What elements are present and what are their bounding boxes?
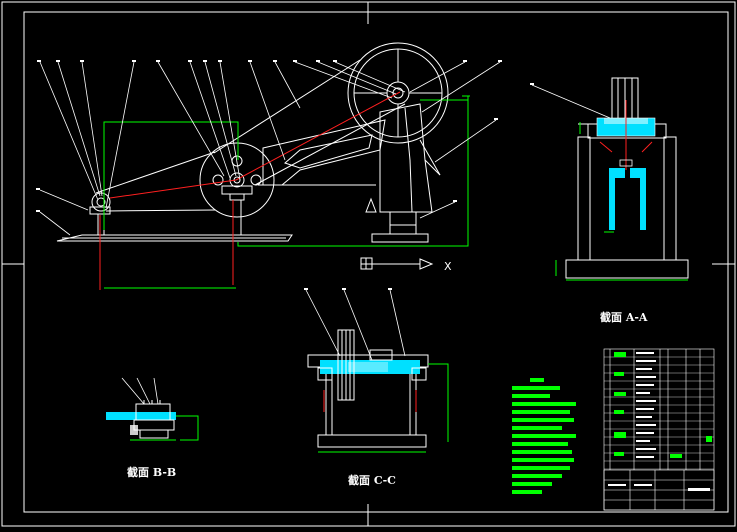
aa-left-post — [577, 136, 591, 261]
section-aa-caption: 截面 A-A — [600, 311, 648, 324]
axis-marker — [360, 257, 434, 270]
belt-lower — [105, 209, 216, 212]
balloon-marks — [36, 60, 502, 212]
section-bb-caption: 截面 B-B — [127, 466, 177, 479]
feed-arrow — [365, 197, 377, 213]
swing-jaw — [262, 119, 386, 186]
cc-base — [317, 434, 427, 448]
belt-flywheel-upper — [213, 59, 361, 154]
parts-list-highlights — [614, 352, 712, 458]
sheet-inner-border — [23, 11, 729, 513]
section-cc-view — [304, 288, 449, 453]
flywheel — [347, 42, 449, 144]
aa-jaw-right — [630, 168, 646, 230]
motor-pulley — [91, 192, 111, 212]
section-aa-view — [530, 77, 689, 281]
axis-x-label: X — [444, 260, 452, 273]
belt-upper — [95, 151, 216, 194]
intermediate-pulley — [199, 142, 275, 218]
jaw-slot — [284, 134, 373, 169]
aa-jaw-left — [609, 168, 625, 230]
cc-dimensions — [318, 363, 449, 453]
title-block — [603, 348, 715, 511]
base-plate — [56, 234, 293, 242]
main-dimensions — [103, 95, 470, 289]
parts-list-text-strokes — [608, 352, 710, 491]
bb-shaft — [106, 412, 176, 420]
section-cc-caption: 截面 C-C — [348, 474, 396, 487]
aa-dimensions — [555, 122, 688, 281]
technical-notes — [512, 378, 576, 494]
front-elevation-view — [56, 42, 449, 243]
aa-right-post — [663, 136, 677, 261]
centering-marks — [2, 2, 735, 526]
section-bb-view — [106, 377, 199, 441]
aa-base — [565, 259, 689, 279]
center-lines — [99, 91, 401, 290]
leader-lines — [39, 61, 501, 236]
cc-shaft-section — [320, 360, 420, 374]
crusher-frame — [379, 103, 433, 213]
